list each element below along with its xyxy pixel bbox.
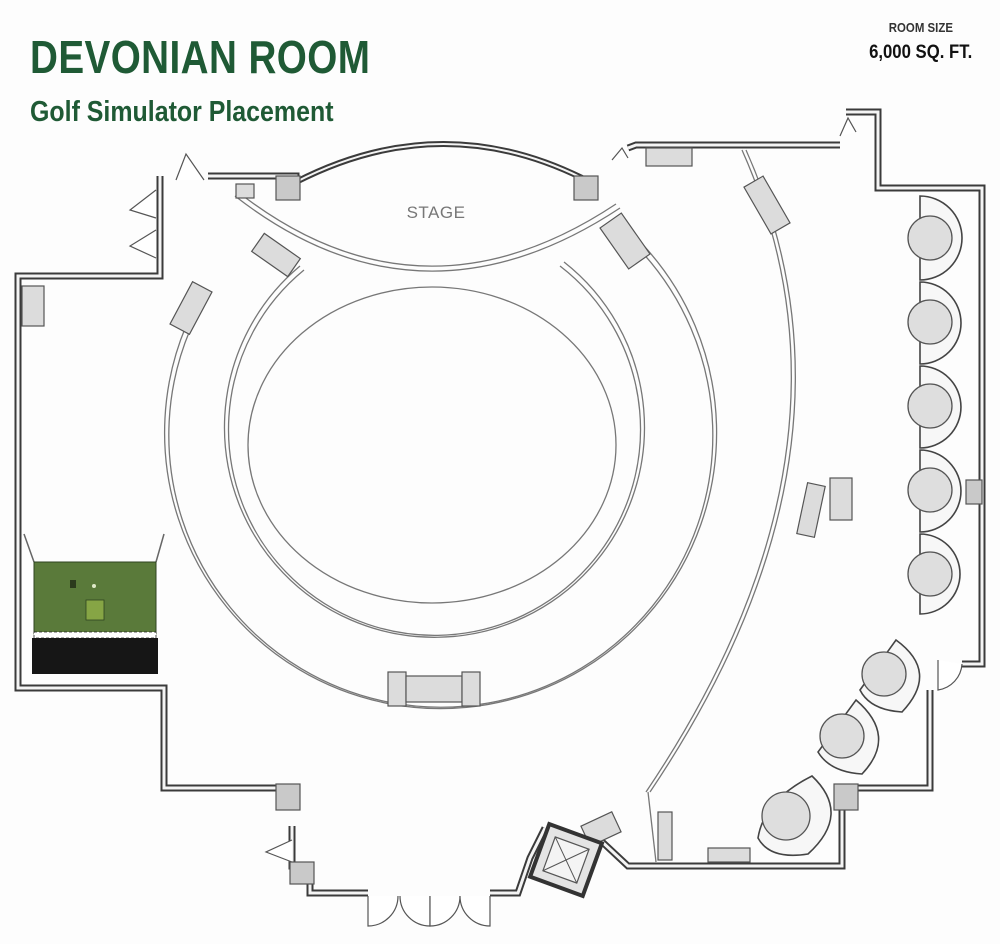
simulator-screen xyxy=(33,561,157,635)
booth-5 xyxy=(907,533,961,615)
wall-panels xyxy=(21,147,853,863)
stage-label: STAGE xyxy=(407,203,466,222)
hitting-mat xyxy=(85,599,105,621)
stage-front-edge xyxy=(234,195,621,272)
booth-1 xyxy=(907,195,963,281)
booth-4 xyxy=(907,449,962,533)
booth-3 xyxy=(907,365,962,449)
booth-7 xyxy=(817,698,880,775)
curved-partition xyxy=(649,149,796,793)
booth-6 xyxy=(859,638,921,713)
page-title: DEVONIAN ROOM xyxy=(30,31,371,83)
room-size-value: 6,000 SQ. FT. xyxy=(868,42,972,63)
buffet-table xyxy=(387,671,481,707)
room-size-label: ROOM SIZE xyxy=(888,20,953,35)
stage-back-wall xyxy=(294,141,584,185)
pillars xyxy=(275,175,983,885)
booths-southeast xyxy=(757,638,921,857)
golf-simulator xyxy=(23,533,165,674)
elevator xyxy=(527,821,605,899)
page-subtitle: Golf Simulator Placement xyxy=(30,96,334,128)
booth-8 xyxy=(757,775,832,857)
simulator-base xyxy=(32,638,158,674)
bar-counters xyxy=(169,175,826,539)
dance-floor xyxy=(163,245,718,710)
booth-2 xyxy=(907,281,962,365)
doors xyxy=(128,116,963,927)
booths-east xyxy=(907,195,963,615)
